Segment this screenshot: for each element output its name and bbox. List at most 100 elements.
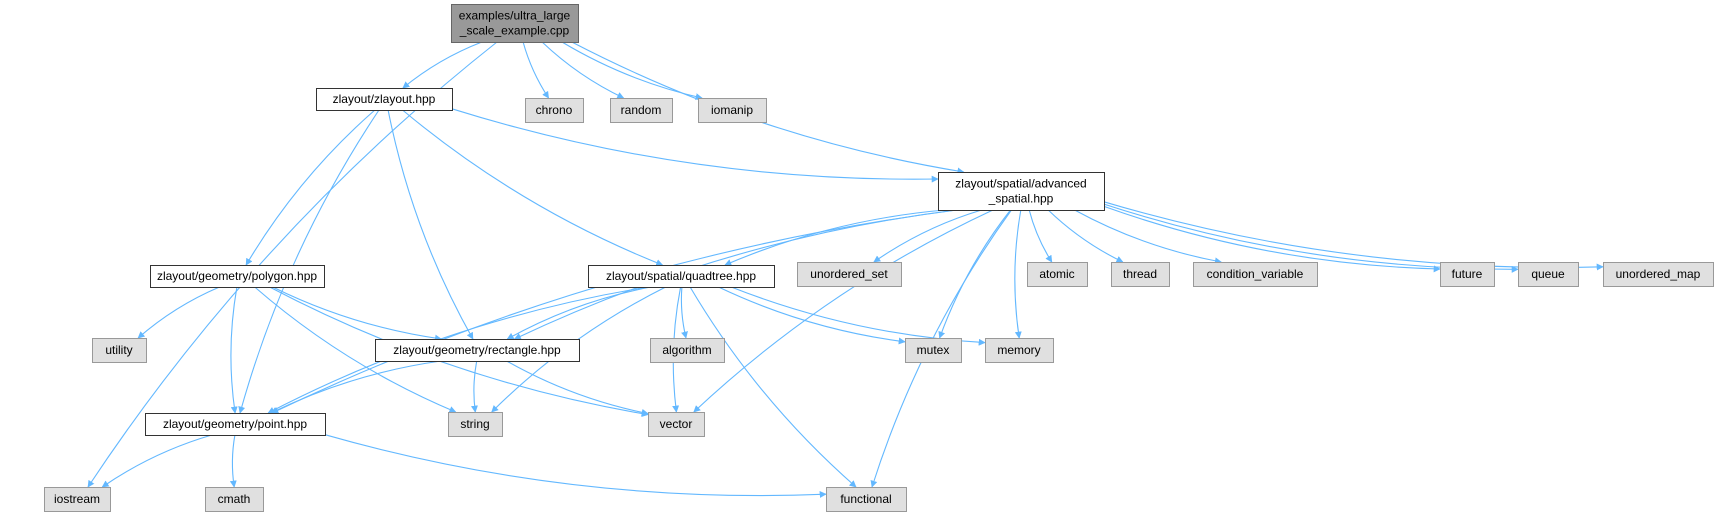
node-box xyxy=(1111,262,1170,287)
node-label: examples/ultra_large xyxy=(459,9,571,23)
node-memory: memory xyxy=(985,338,1054,363)
node-utility: utility xyxy=(92,338,147,363)
node-box xyxy=(938,172,1105,211)
node-label: utility xyxy=(105,343,132,357)
edge-line xyxy=(724,209,946,266)
node-point[interactable]: zlayout/geometry/point.hpp xyxy=(145,413,326,436)
node-vector: vector xyxy=(648,412,705,437)
node-box xyxy=(451,4,579,43)
edge-line xyxy=(238,109,380,414)
node-label: zlayout/spatial/advanced xyxy=(955,177,1086,191)
edge-point-to-cmath xyxy=(229,434,237,488)
node-random: random xyxy=(610,98,673,123)
node-future: future xyxy=(1440,262,1495,287)
edge-advanced_spatial-to-queue xyxy=(1103,203,1519,273)
node-unordered-set: unordered_set xyxy=(797,262,902,287)
edge-line xyxy=(1014,209,1022,339)
edge-line xyxy=(561,41,703,101)
node-box xyxy=(1193,262,1318,287)
edge-line xyxy=(873,209,982,263)
edge-line xyxy=(270,360,442,414)
node-thread: thread xyxy=(1111,262,1170,287)
edge-advanced_spatial-to-future xyxy=(1103,205,1441,273)
edge-line xyxy=(693,209,994,413)
edge-advanced_spatial-to-mutex xyxy=(938,209,1011,339)
node-label: chrono xyxy=(536,103,573,117)
node-box xyxy=(316,88,453,111)
edge-quadtree-to-point xyxy=(267,286,648,414)
edge-line xyxy=(471,360,478,413)
edge-line xyxy=(1028,209,1053,263)
node-box xyxy=(797,262,902,287)
node-box xyxy=(1027,262,1088,287)
edge-line xyxy=(269,286,649,418)
node-label: zlayout/geometry/rectangle.hpp xyxy=(393,343,561,357)
node-box xyxy=(610,98,673,123)
node-layer: examples/ultra_large_scale_example.cppzl… xyxy=(44,4,1714,512)
node-cmath: cmath xyxy=(205,487,264,512)
node-condition-variable: condition_variable xyxy=(1193,262,1318,287)
edge-line xyxy=(680,286,688,339)
edge-line xyxy=(718,286,906,345)
node-box xyxy=(650,338,725,363)
node-root[interactable]: examples/ultra_large_scale_example.cpp xyxy=(451,4,579,43)
node-string: string xyxy=(448,412,503,437)
edge-advanced_spatial-to-memory xyxy=(1014,209,1022,339)
edge-polygon-to-point xyxy=(230,286,238,414)
node-atomic: atomic xyxy=(1027,262,1088,287)
edge-advanced_spatial-to-point xyxy=(271,209,957,414)
node-box xyxy=(826,487,907,512)
edge-advanced_spatial-to-vector xyxy=(693,209,994,413)
node-box xyxy=(905,338,962,363)
edge-root-to-zlayout xyxy=(402,41,483,89)
node-label: memory xyxy=(997,343,1040,357)
node-algorithm: algorithm xyxy=(650,338,725,363)
edge-quadtree-to-mutex xyxy=(718,286,906,345)
node-box xyxy=(1518,262,1579,287)
edge-line xyxy=(451,108,939,183)
node-label: future xyxy=(1452,267,1483,281)
edge-line xyxy=(506,360,649,416)
node-label: zlayout/zlayout.hpp xyxy=(333,92,436,106)
node-rectangle[interactable]: zlayout/geometry/rectangle.hpp xyxy=(375,339,580,362)
edge-line xyxy=(272,286,442,342)
node-label: vector xyxy=(660,417,693,431)
node-box xyxy=(1603,262,1714,287)
edge-line xyxy=(541,41,625,99)
edge-line xyxy=(1103,201,1604,271)
node-box xyxy=(985,338,1054,363)
edge-line xyxy=(506,286,651,340)
edge-zlayout-to-rectangle xyxy=(387,109,474,340)
node-box xyxy=(150,265,325,288)
node-label: condition_variable xyxy=(1207,267,1304,281)
node-advanced-spatial[interactable]: zlayout/spatial/advanced_spatial.hpp xyxy=(938,172,1105,211)
node-zlayout[interactable]: zlayout/zlayout.hpp xyxy=(316,88,453,111)
edge-line xyxy=(254,286,457,413)
node-box xyxy=(1440,262,1495,287)
edge-line xyxy=(245,109,376,266)
node-label: iomanip xyxy=(711,103,753,117)
node-label: random xyxy=(621,103,662,117)
edge-root-to-chrono xyxy=(522,41,550,99)
node-label: queue xyxy=(1531,267,1565,281)
edge-advanced_spatial-to-atomic xyxy=(1028,209,1053,263)
edge-rectangle-to-point xyxy=(270,360,442,414)
edge-line xyxy=(324,434,827,498)
edge-line xyxy=(267,286,648,414)
edge-polygon-to-vector xyxy=(269,286,649,418)
edge-advanced_spatial-to-unordered_set xyxy=(873,209,982,263)
node-chrono: chrono xyxy=(525,98,584,123)
edge-zlayout-to-point xyxy=(238,109,380,414)
node-quadtree[interactable]: zlayout/spatial/quadtree.hpp xyxy=(588,265,775,288)
edge-line xyxy=(230,286,238,414)
edge-line xyxy=(1047,209,1124,263)
edge-polygon-to-rectangle xyxy=(272,286,442,342)
edge-advanced_spatial-to-quadtree xyxy=(724,209,946,266)
node-label: _scale_example.cpp xyxy=(459,24,570,38)
node-box xyxy=(92,338,147,363)
edge-line xyxy=(938,209,1011,339)
node-label: algorithm xyxy=(662,343,711,357)
node-box xyxy=(145,413,326,436)
node-polygon[interactable]: zlayout/geometry/polygon.hpp xyxy=(150,265,325,288)
